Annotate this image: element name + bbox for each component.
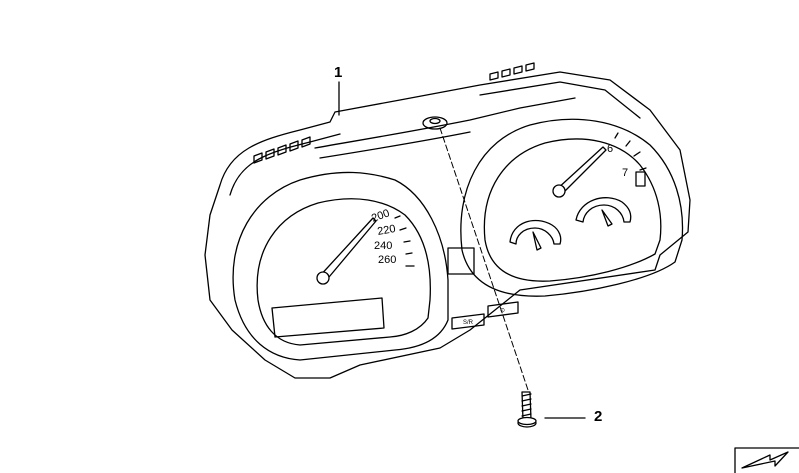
center-indicator	[447, 247, 475, 275]
cluster-housing	[204, 71, 691, 379]
screw-hole	[422, 116, 448, 130]
temp-gauge	[575, 197, 632, 223]
assembly-line	[439, 127, 529, 391]
callout-1: 1	[334, 64, 343, 81]
tachometer-bezel	[460, 118, 684, 297]
fuel-gauge	[509, 219, 562, 245]
speedometer-ticks	[394, 215, 415, 267]
lcd-display	[271, 297, 385, 338]
tach-label-6: 6	[607, 143, 613, 155]
hood	[314, 97, 576, 149]
button-right-label: ⊙	[500, 308, 505, 314]
speed-label-200: 200	[370, 207, 391, 225]
callout-2: 2	[594, 408, 603, 425]
speed-label-260: 260	[378, 254, 396, 266]
speed-label-240: 240	[374, 240, 392, 252]
speed-label-220: 220	[376, 223, 396, 238]
button-left-label: S/R	[463, 320, 474, 326]
corner-logo	[734, 447, 799, 473]
tachometer-ticks	[614, 132, 647, 171]
tachometer-scale: 6 7	[607, 143, 628, 179]
speedometer-bezel	[232, 171, 449, 361]
button-left	[451, 313, 485, 330]
redline-marker	[635, 171, 646, 187]
screw	[517, 391, 537, 428]
button-right	[487, 301, 519, 318]
tach-label-7: 7	[622, 167, 628, 179]
vent-left	[253, 136, 311, 164]
speedometer-scale: 200 220 240 260	[370, 207, 397, 266]
vent-right	[489, 62, 535, 81]
